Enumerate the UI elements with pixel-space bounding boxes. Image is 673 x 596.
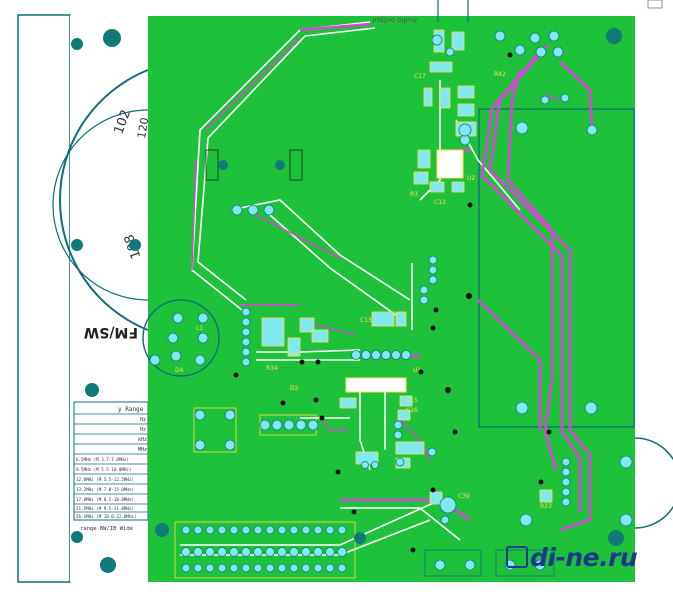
through-hole-pads — [149, 30, 633, 573]
band-label: FM/SW — [84, 324, 138, 340]
ferrite-loop-outline — [142, 299, 220, 377]
label-c13: C13 — [360, 317, 372, 324]
edge-arc-outline — [634, 437, 673, 529]
corner-marker — [647, 0, 663, 9]
silk-labels: L1 D4 R3 R23 C13 C15 C16 C39 Q1 R34 D2 C… — [175, 71, 552, 510]
band-table-row: MHz — [138, 447, 147, 453]
vias — [233, 52, 552, 553]
band-table-row: 26.1MHz (M 10.0-22.0MHz) — [76, 514, 137, 519]
board-top-edge — [148, 13, 635, 16]
audio-output-label: Audio output — [372, 16, 417, 24]
band-table-row: Hz — [140, 427, 146, 433]
label-d2: D2 — [290, 385, 299, 392]
mount-hole — [71, 239, 83, 251]
bottom-layer-thin-traces — [191, 37, 561, 461]
tuning-dial-arc — [58, 69, 149, 331]
band-table-row: kHz — [138, 437, 147, 443]
mount-hole — [85, 383, 99, 397]
label-r23: R23 — [540, 503, 552, 510]
band-table-row: 13.2MHz (M 7.0-15.0MHz) — [76, 487, 134, 492]
label-c17: C17 — [414, 73, 426, 80]
tuning-dial-arc-inner — [52, 109, 149, 301]
band-table-row: 21.5MHz (M 9.5-21.0MHz) — [76, 506, 134, 511]
label-c12: C12 — [434, 199, 446, 206]
band-table-header: y Range — [118, 406, 144, 413]
mount-hole — [103, 29, 121, 47]
band-table-row: 6.5MHz (M 3.7-7.0MHz) — [76, 457, 129, 462]
band-table-footer: range BW/IB Wide — [80, 526, 133, 532]
band-table-row: 12.0MHz (M 5.5-12.5MHz) — [76, 477, 134, 482]
ic-u1: U1 — [345, 367, 421, 393]
board-mount-holes — [155, 28, 624, 546]
label-l1: L1 — [196, 325, 203, 332]
dial-label-120: 120 — [135, 117, 151, 140]
mount-hole — [71, 38, 83, 50]
label-r42: R42 — [494, 71, 506, 78]
front-panel-outline — [17, 14, 71, 583]
ic-u2: U2 — [436, 149, 475, 182]
label-c16: C16 — [406, 407, 418, 414]
u1-label: U1 — [413, 367, 421, 374]
label-d4: D4 — [175, 367, 184, 374]
checkbox-logo-icon — [506, 546, 528, 568]
band-table-row: Hz — [140, 417, 146, 423]
mount-hole — [71, 531, 83, 543]
watermark-text: di-ne.ru — [530, 543, 638, 572]
label-c39: C39 — [458, 493, 470, 500]
mount-hole — [100, 557, 116, 573]
band-table-row: 17.8MHz (M 8.5-18.0MHz) — [76, 497, 134, 502]
band-range-table: y Range Hz Hz kHz MHz 6.5MHz (M 3.7-7.0M… — [73, 401, 149, 532]
mount-hole — [129, 239, 141, 251]
site-watermark: di-ne.ru — [506, 543, 656, 577]
label-r3: R3 — [410, 191, 418, 198]
band-table-row: 9.5MHz (M 5.5-10.0MHz) — [76, 467, 131, 472]
u2-label: U2 — [467, 175, 475, 182]
label-r34: R34 — [266, 365, 278, 372]
label-c15: C15 — [406, 397, 418, 404]
label-q1: Q1 — [290, 351, 299, 358]
module-outline — [478, 108, 635, 428]
